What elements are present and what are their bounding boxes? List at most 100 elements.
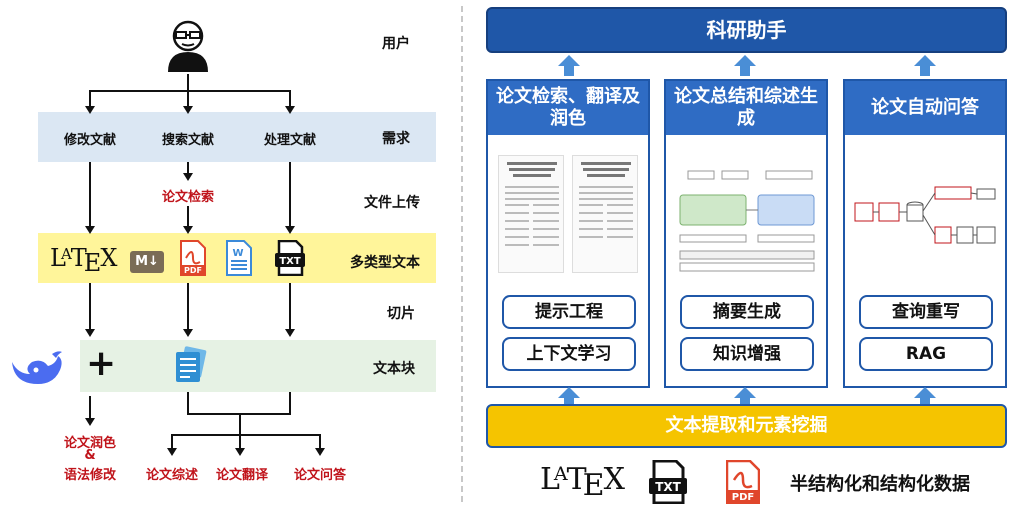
row-label-demand: 需求 (382, 131, 410, 147)
transformer-diagram (674, 155, 818, 273)
output-translate: 论文翻译 (215, 468, 268, 483)
connector (289, 90, 291, 110)
arrowhead (183, 173, 193, 181)
row-label-user: 用户 (382, 36, 410, 52)
connector (289, 283, 291, 331)
connector (89, 396, 91, 420)
latex-logo-icon: LATEX (50, 244, 117, 277)
panel-title: 论文自动问答 (845, 81, 1005, 135)
paper-thumbnail (496, 155, 640, 273)
extraction-bar: 文本提取和元素挖掘 (486, 404, 1007, 448)
connector (89, 283, 91, 331)
pill-in-context-learning: 上下文学习 (502, 337, 636, 371)
pill-rag: RAG (859, 337, 993, 371)
arrowhead (285, 226, 295, 234)
connector (187, 392, 189, 414)
arrowhead (183, 226, 193, 234)
connector (239, 413, 241, 435)
connector (171, 434, 321, 436)
up-arrow-head (914, 387, 936, 398)
connector (171, 434, 173, 450)
panel-qa: 论文自动问答 查询重写 RAG (843, 79, 1007, 388)
connector (289, 392, 291, 414)
pill-prompt-engineering: 提示工程 (502, 295, 636, 329)
rag-diagram (853, 155, 997, 273)
panel-title: 论文检索、翻译及润色 (488, 81, 648, 135)
connector (187, 283, 189, 331)
connector (187, 206, 189, 230)
connector (239, 434, 241, 450)
row-label-multitype: 多类型文本 (350, 255, 420, 271)
connector (289, 162, 291, 230)
arrowhead (183, 329, 193, 337)
arrowhead (85, 329, 95, 337)
txt-file-icon: TXT (274, 239, 306, 277)
up-arrow (564, 65, 574, 76)
pill-abstract-generation: 摘要生成 (680, 295, 814, 329)
svg-text:TXT: TXT (279, 256, 301, 267)
connector (187, 162, 189, 176)
pdf-icon: PDF (180, 240, 206, 276)
polish-label-2: & (84, 448, 96, 463)
arrowhead (167, 448, 177, 456)
demand-search: 搜索文献 (161, 133, 214, 148)
pdf-icon: PDF (725, 459, 761, 505)
connector (187, 90, 189, 110)
txt-file-icon: TXT (648, 459, 688, 505)
panel-summary: 论文总结和综述生成 摘要生成 知识增强 (664, 79, 828, 388)
arrowhead (285, 329, 295, 337)
panel-title: 论文总结和综述生成 (666, 81, 826, 135)
connector (187, 74, 189, 91)
up-arrow (920, 395, 930, 404)
arrowhead (85, 226, 95, 234)
panel-retrieval: 论文检索、翻译及润色 (486, 79, 650, 388)
arrowhead (183, 106, 193, 114)
row-label-chunk: 文本块 (373, 361, 415, 377)
latex-logo-icon: LATEX (540, 462, 625, 503)
word-doc-icon: W (226, 240, 252, 276)
connector (89, 90, 291, 92)
svg-text:W: W (232, 248, 243, 259)
deepseek-whale-icon (8, 348, 66, 388)
up-arrow-head (558, 55, 580, 66)
chunk-band (80, 340, 436, 392)
plus-icon: + (86, 343, 117, 384)
arrowhead (315, 448, 325, 456)
demand-process: 处理文献 (263, 133, 316, 148)
arrowhead (285, 106, 295, 114)
research-assistant-bar: 科研助手 (486, 7, 1007, 53)
pill-query-rewrite: 查询重写 (859, 295, 993, 329)
up-arrow (740, 65, 750, 76)
row-label-slice: 切片 (387, 306, 415, 322)
markdown-icon: M↓ (130, 251, 164, 273)
up-arrow-head (734, 55, 756, 66)
up-arrow (564, 395, 574, 404)
connector (319, 434, 321, 450)
up-arrow-head (558, 387, 580, 398)
output-review: 论文综述 (145, 468, 198, 483)
polish-label-3: 语法修改 (63, 468, 116, 483)
text-chunk-icon (170, 346, 210, 386)
polish-label-1: 论文润色 (63, 436, 116, 451)
row-label-upload: 文件上传 (364, 195, 420, 211)
user-avatar-icon (164, 16, 212, 72)
up-arrow-head (734, 387, 756, 398)
svg-text:TXT: TXT (655, 480, 681, 494)
search-label: 论文检索 (161, 190, 214, 205)
arrowhead (235, 448, 245, 456)
up-arrow (740, 395, 750, 404)
connector (89, 162, 91, 230)
connector (89, 90, 91, 110)
svg-text:PDF: PDF (732, 492, 754, 503)
arrowhead (85, 106, 95, 114)
svg-text:PDF: PDF (184, 266, 202, 275)
up-arrow (920, 65, 930, 76)
pill-knowledge-enhancement: 知识增强 (680, 337, 814, 371)
output-qa: 论文问答 (293, 468, 346, 483)
section-divider (461, 6, 463, 502)
demand-modify: 修改文献 (63, 133, 116, 148)
arrowhead (85, 418, 95, 426)
demand-band (38, 112, 436, 162)
up-arrow-head (914, 55, 936, 66)
footer-data-label: 半结构化和结构化数据 (790, 474, 970, 495)
